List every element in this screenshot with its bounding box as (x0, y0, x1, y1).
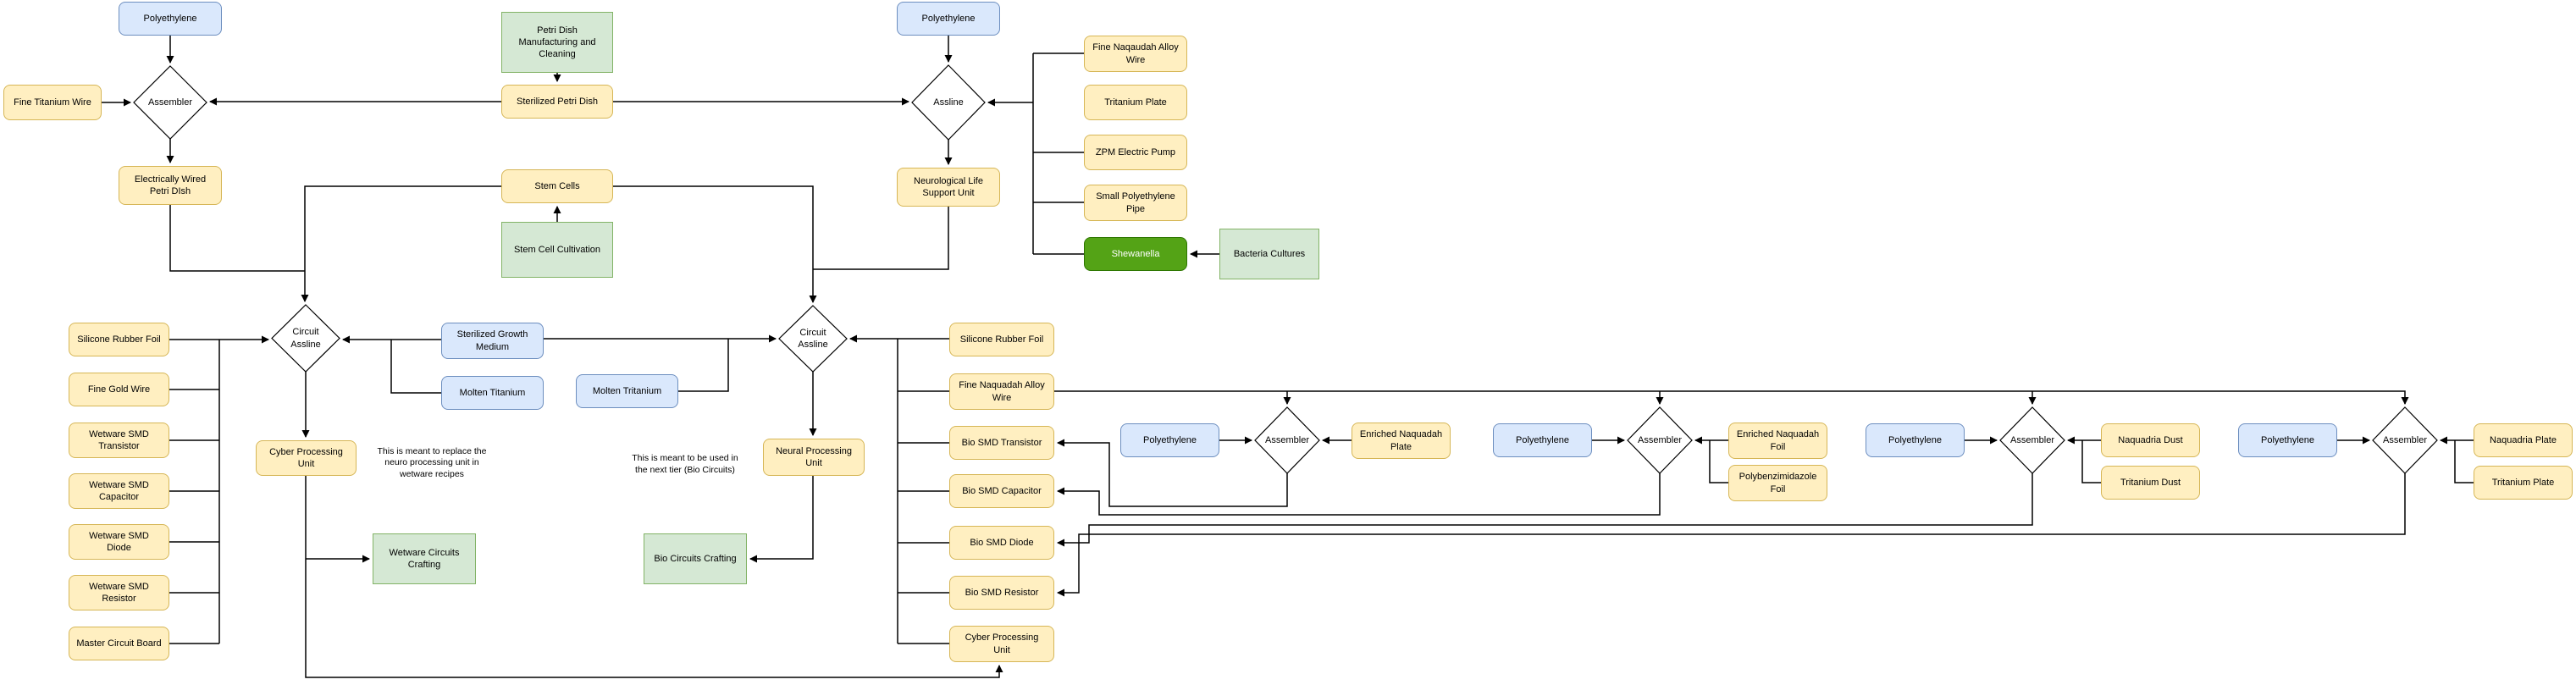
node-molten-tritanium[interactable]: Molten Tritanium (576, 374, 678, 408)
node-tritanium-dust[interactable]: Tritanium Dust (2101, 466, 2200, 500)
node-sterilized-petri-dish[interactable]: Sterilized Petri Dish (501, 85, 613, 119)
node-bio-smd-capacitor[interactable]: Bio SMD Capacitor (949, 474, 1054, 508)
node-note-bio-circuits: This is meant to be used in the next tie… (632, 453, 738, 475)
node-assembler-4[interactable]: Assembler (2383, 434, 2427, 445)
assembler-3-shape[interactable] (1999, 406, 2065, 474)
node-wetware-smd-transistor[interactable]: Wetware SMD Transistor (69, 423, 169, 458)
edge-nlsu-to-junction (813, 207, 949, 270)
node-wetware-smd-diode[interactable]: Wetware SMD Diode (69, 524, 169, 560)
edge-asm1-to-bio-transistor (1057, 439, 1288, 507)
node-cyber-processing-unit-1[interactable]: Cyber Processing Unit (256, 440, 357, 476)
edge-cpu1-to-cpu2 (305, 476, 1003, 678)
assembler-2-shape[interactable] (1627, 406, 1693, 474)
node-wetware-smd-capacitor[interactable]: Wetware SMD Capacitor (69, 473, 169, 509)
diamond-group (133, 64, 2438, 474)
circuit-assline-2-shape[interactable] (778, 305, 848, 373)
node-neural-processing-unit[interactable]: Neural Processing Unit (763, 439, 865, 476)
node-assline[interactable]: Assline (933, 97, 964, 108)
edge-asm3-to-bio-diode (1057, 473, 2033, 547)
edge-ewpd-to-junction (169, 205, 305, 272)
node-fine-gold-wire[interactable]: Fine Gold Wire (69, 373, 169, 406)
node-bio-smd-resistor[interactable]: Bio SMD Resistor (949, 576, 1054, 610)
node-note-wetware-replacement: This is meant to replace the neuro proce… (377, 445, 487, 479)
node-silicone-rubber-foil-1[interactable]: Silicone Rubber Foil (69, 323, 169, 356)
node-fine-naquadah-alloy-wire-2[interactable]: Fine Naquadah Alloy Wire (949, 373, 1054, 410)
node-tritanium-plate-bottom[interactable]: Tritanium Plate (2474, 466, 2573, 500)
node-zpm-electric-pump[interactable]: ZPM Electric Pump (1084, 135, 1187, 170)
edge-td-jog (2081, 440, 2101, 483)
node-master-circuit-board[interactable]: Master Circuit Board (69, 627, 169, 660)
assembler-1-shape[interactable] (1254, 406, 1320, 474)
node-neurological-life-support-unit[interactable]: Neurological Life Support Unit (897, 168, 1000, 207)
edge-pbf-jog (1709, 440, 1728, 483)
node-assembler-2[interactable]: Assembler (1638, 434, 1682, 445)
node-petri-dish-manufacturing[interactable]: Petri Dish Manufacturing and Cleaning (501, 12, 613, 73)
node-polyethylene-2[interactable]: Polyethylene (897, 2, 1000, 36)
edge-molten-tritanium-branch (678, 339, 729, 392)
node-bio-circuits-crafting[interactable]: Bio Circuits Crafting (644, 533, 747, 584)
assline-shape[interactable] (911, 64, 986, 141)
node-stem-cell-cultivation[interactable]: Stem Cell Cultivation (501, 222, 613, 278)
node-small-polyethylene-pipe[interactable]: Small Polyethylene Pipe (1084, 185, 1187, 221)
node-molten-titanium[interactable]: Molten Titanium (441, 376, 544, 410)
node-naquadria-dust[interactable]: Naquadria Dust (2101, 423, 2200, 457)
node-assembler-petri[interactable]: Assembler (148, 97, 192, 108)
node-electrically-wired-petri-dish[interactable]: Electrically Wired Petri DIsh (119, 166, 222, 205)
node-circuit-assline-2[interactable]: Circuit Assline (798, 327, 828, 350)
node-polybenzimidazole-foil[interactable]: Polybenzimidazole Foil (1728, 465, 1827, 501)
node-cyber-processing-unit-2[interactable]: Cyber Processing Unit (949, 626, 1054, 662)
node-silicone-rubber-foil-2[interactable]: Silicone Rubber Foil (949, 323, 1054, 356)
node-circuit-assline-1[interactable]: Circuit Assline (290, 327, 321, 350)
edge-asm2-to-bio-capacitor (1057, 473, 1661, 516)
edge-group (102, 36, 2474, 678)
edge-asm4-to-bio-resistor (1057, 473, 2406, 597)
node-wetware-smd-resistor[interactable]: Wetware SMD Resistor (69, 575, 169, 610)
node-tritanium-plate-top[interactable]: Tritanium Plate (1084, 85, 1187, 120)
node-assembler-3[interactable]: Assembler (2010, 434, 2054, 445)
node-polyethylene-4[interactable]: Polyethylene (1493, 423, 1592, 457)
node-shewanella[interactable]: Shewanella (1084, 237, 1187, 271)
node-enriched-naquadah-foil[interactable]: Enriched Naquadah Foil (1728, 423, 1827, 459)
edge-tp-jog (2454, 440, 2474, 483)
assembler-4-shape[interactable] (2372, 406, 2438, 474)
node-polyethylene-5[interactable]: Polyethylene (1866, 423, 1965, 457)
node-naquadria-plate[interactable]: Naquadria Plate (2474, 423, 2573, 457)
node-wetware-circuits-crafting[interactable]: Wetware Circuits Crafting (373, 533, 476, 584)
node-bio-smd-diode[interactable]: Bio SMD Diode (949, 526, 1054, 560)
edge-stem-cells-to-ca2 (613, 185, 817, 303)
node-polyethylene-3[interactable]: Polyethylene (1120, 423, 1219, 457)
node-polyethylene-1[interactable]: Polyethylene (119, 2, 222, 36)
edge-fnaw2-feed-line (1054, 390, 2409, 405)
edge-molten-titanium-branch (390, 340, 441, 394)
circuit-assline-1-shape[interactable] (271, 304, 340, 373)
node-fine-naqaudah-alloy-wire[interactable]: Fine Naqaudah Alloy Wire (1084, 36, 1187, 72)
node-assembler-1[interactable]: Assembler (1265, 434, 1309, 445)
node-fine-titanium-wire[interactable]: Fine Titanium Wire (3, 85, 102, 120)
node-bacteria-cultures[interactable]: Bacteria Cultures (1219, 229, 1319, 279)
edge-stem-cells-to-ca1 (301, 185, 501, 302)
node-enriched-naquadah-plate[interactable]: Enriched Naquadah Plate (1352, 423, 1451, 459)
node-sterilized-growth-medium[interactable]: Sterilized Growth Medium (441, 323, 544, 359)
node-polyethylene-6[interactable]: Polyethylene (2238, 423, 2337, 457)
node-bio-smd-transistor[interactable]: Bio SMD Transistor (949, 426, 1054, 460)
assembler-petri-shape[interactable] (133, 65, 207, 140)
edge-npu-to-bio-crafting (749, 476, 814, 563)
node-stem-cells[interactable]: Stem Cells (501, 169, 613, 203)
